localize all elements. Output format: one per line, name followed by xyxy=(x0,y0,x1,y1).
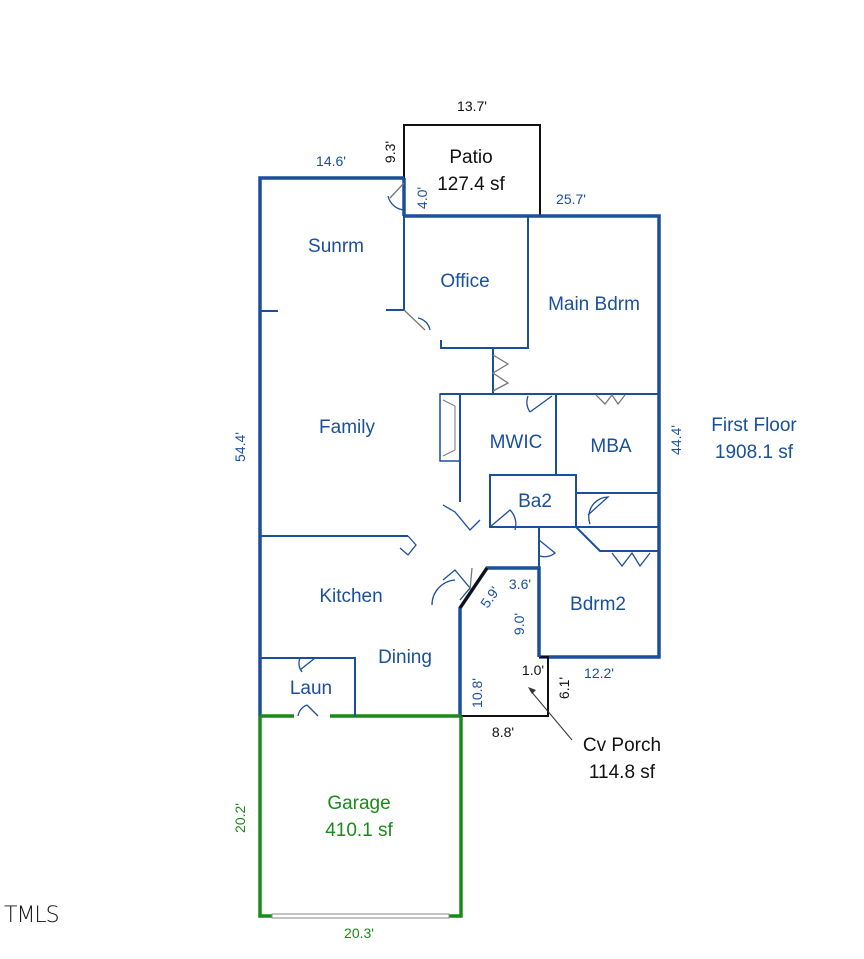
office-door xyxy=(403,309,426,331)
floor-name: First Floor xyxy=(711,415,797,436)
garage-door xyxy=(271,913,450,919)
hall-door xyxy=(442,504,481,531)
watermark: TMLS xyxy=(4,903,60,928)
dim-porch-left: 10.8' xyxy=(469,678,485,708)
bdrm2-closet-wall xyxy=(575,526,659,552)
office-door-swing xyxy=(417,317,431,331)
dim-porch-bottom: 8.8' xyxy=(492,724,514,740)
bdrm2-door xyxy=(538,539,557,558)
mwic-door xyxy=(526,395,553,413)
dim-patio-width: 13.7' xyxy=(457,98,487,114)
exterior-wall-right xyxy=(404,214,661,659)
mba-label: MBA xyxy=(590,436,632,457)
patio-door xyxy=(389,182,405,199)
floor-area: 1908.1 sf xyxy=(715,442,794,463)
patio-area: 127.4 sf xyxy=(437,174,505,195)
mba-double-door xyxy=(595,393,626,406)
dim-porch-top: 3.6' xyxy=(509,576,531,592)
garage-wall-right xyxy=(449,716,463,918)
garage-label: Garage xyxy=(327,793,390,814)
dim-top-right: 25.7' xyxy=(556,191,586,207)
sunrm-label: Sunrm xyxy=(308,236,364,257)
mba-door xyxy=(587,496,610,525)
office-label: Office xyxy=(440,271,489,292)
laun-door-bottom xyxy=(297,704,319,717)
dim-right-side: 44.4' xyxy=(668,425,684,455)
family-label: Family xyxy=(319,417,375,438)
dim-garage-bottom: 20.3' xyxy=(344,925,374,941)
porch-outline xyxy=(460,656,549,717)
fireplace-hearth xyxy=(442,399,456,457)
main-bdrm-bifold-door xyxy=(491,354,510,392)
cv-porch-area: 114.8 sf xyxy=(589,762,656,783)
cv-porch-label: Cv Porch xyxy=(583,735,661,756)
dim-patio-depth: 9.3' xyxy=(382,141,398,163)
bdrm2-label: Bdrm2 xyxy=(570,594,626,615)
mba-hall-walls xyxy=(576,492,659,528)
patio-label: Patio xyxy=(449,147,492,168)
laun-label: Laun xyxy=(290,678,332,699)
porch-door-leaf xyxy=(469,567,473,591)
main-bdrm-label: Main Bdrm xyxy=(548,294,640,315)
dim-bdrm2-bottom: 12.2' xyxy=(584,665,614,681)
ba2-door xyxy=(489,509,517,531)
dining-label: Dining xyxy=(378,647,432,668)
porch-entry-door xyxy=(431,569,471,606)
kitchen-label: Kitchen xyxy=(319,586,382,607)
kitchen-corner xyxy=(399,535,417,556)
laun-door-top xyxy=(298,657,316,673)
dim-patio-side: 4.0' xyxy=(414,187,430,209)
ba2-label: Ba2 xyxy=(518,491,552,512)
dim-porch-angle: 5.9' xyxy=(477,583,503,610)
ba2-outline xyxy=(489,474,577,528)
dim-porch-side: 6.1' xyxy=(556,677,572,699)
patio-door-swing xyxy=(387,195,405,211)
dim-left-side: 54.4' xyxy=(232,432,248,462)
garage-wall-left xyxy=(258,716,272,918)
porch-pointer-arrowhead xyxy=(528,687,536,694)
bdrm2-closet-door xyxy=(611,551,651,568)
dim-porch-right: 9.0' xyxy=(511,613,527,635)
dim-porch-small: 1.0' xyxy=(522,662,544,678)
garage-area: 410.1 sf xyxy=(325,820,393,841)
office-wall-left xyxy=(386,216,405,311)
porch-pointer xyxy=(529,689,573,741)
exterior-wall-left xyxy=(258,176,404,716)
dim-garage-side: 20.2' xyxy=(232,803,248,833)
mwic-label: MWIC xyxy=(490,432,543,453)
porch-angled-wall xyxy=(458,567,489,609)
dim-top-left: 14.6' xyxy=(316,153,346,169)
laun-wall xyxy=(260,657,356,716)
office-wall-right xyxy=(440,216,529,349)
